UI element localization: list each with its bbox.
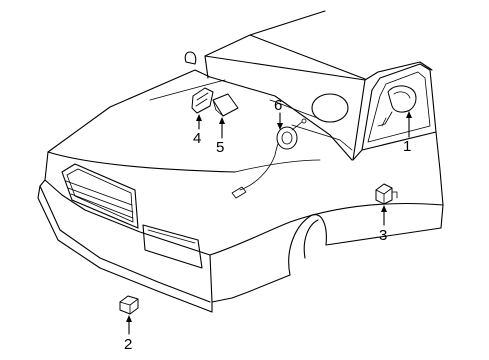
callout-5: 5: [216, 139, 224, 156]
truck-body: [37, 10, 444, 313]
callout-3: 3: [379, 227, 387, 244]
leader-lines: [126, 111, 412, 335]
callout-6: 6: [274, 97, 282, 114]
part-2-front-sensor: [119, 295, 139, 315]
callout-2: 2: [124, 336, 132, 353]
steering-wheel: [269, 93, 353, 151]
part-3-sensor: [375, 183, 398, 205]
part-5-control-module: [212, 93, 239, 117]
part-6-clockspring: [276, 118, 307, 150]
callout-4: 4: [193, 130, 201, 147]
part-4-bracket: [191, 87, 214, 114]
callout-1: 1: [403, 138, 411, 155]
part-1-side-airbag: [377, 85, 417, 127]
